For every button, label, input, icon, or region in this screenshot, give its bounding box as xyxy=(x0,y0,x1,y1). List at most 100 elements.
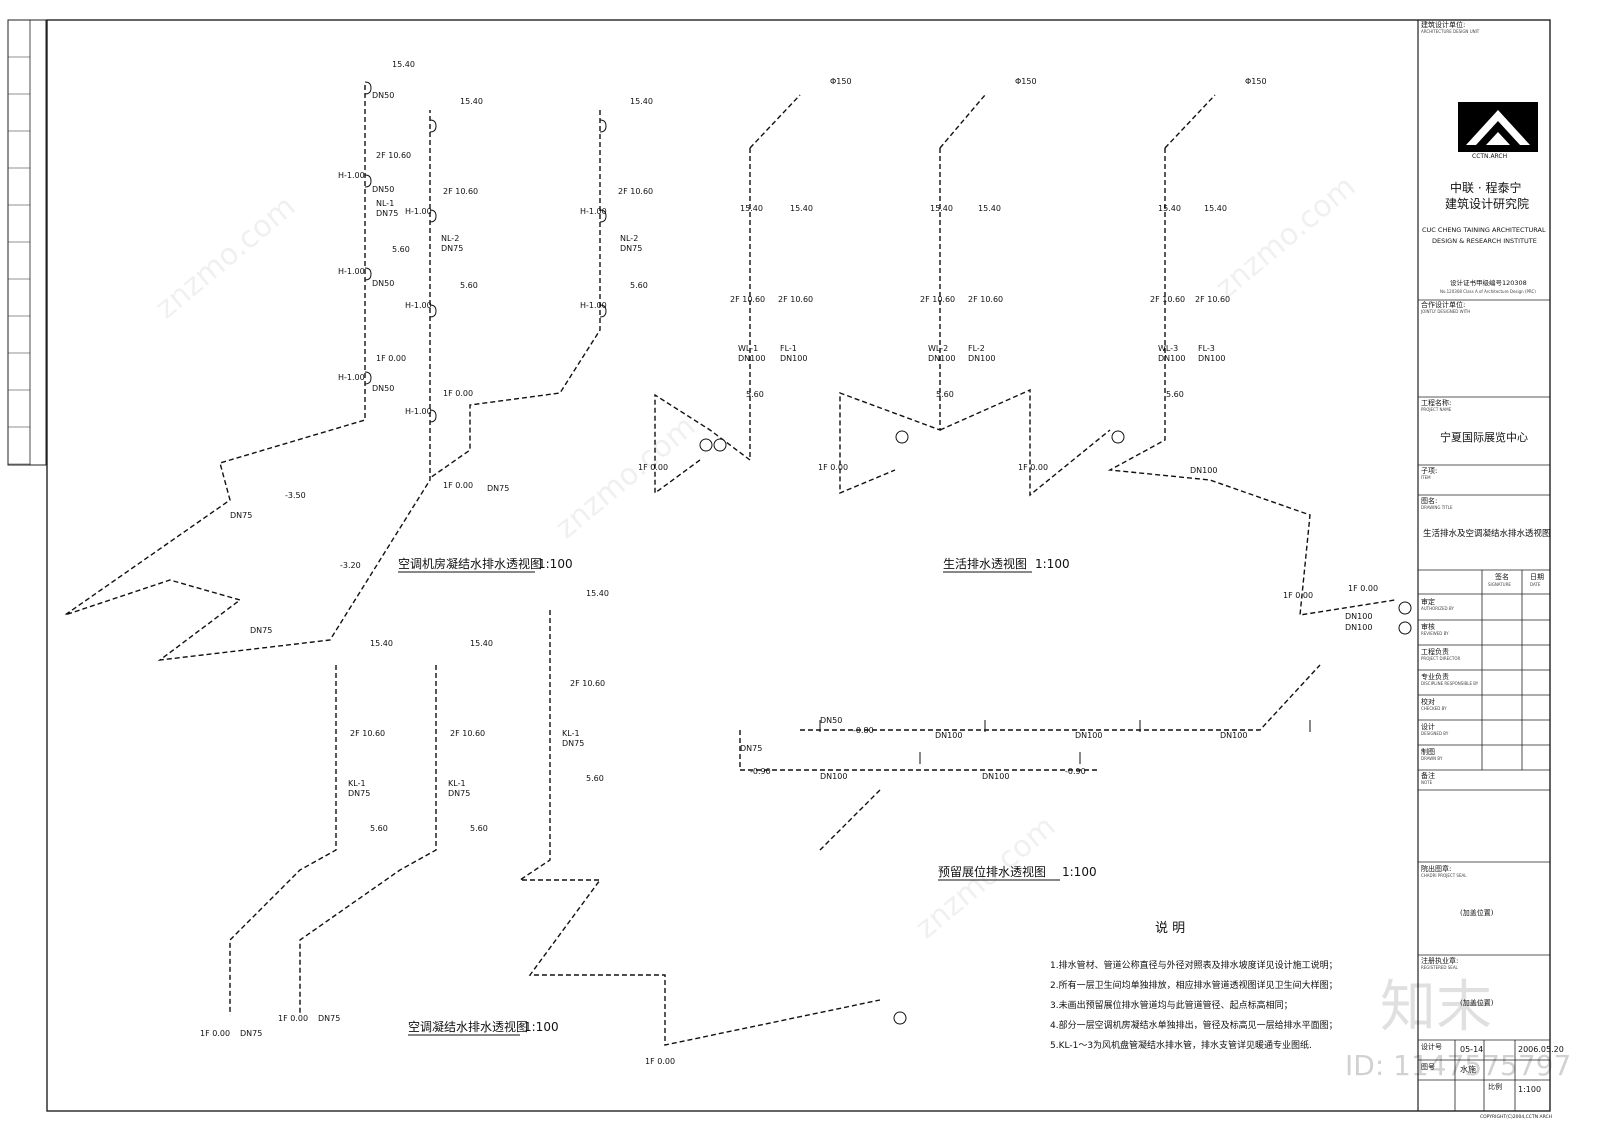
size-dn100-booth1: DN100 xyxy=(935,731,963,740)
elev-560-f: 5.60 xyxy=(1166,390,1184,399)
role-discipline-en: DISCIPLINE RESPONSIBLE BY xyxy=(1421,681,1479,686)
vent-size-3: Φ150 xyxy=(1245,77,1267,86)
size-dn75-ac-b: DN75 xyxy=(250,626,273,635)
elev-000-h: 1F 0.00 xyxy=(1348,584,1379,593)
size-dn75-kl-b: DN75 xyxy=(448,789,471,798)
elev-1060-g: 2F 10.60 xyxy=(968,295,1004,304)
title-ac-condensate-scale: 1:100 xyxy=(524,1020,559,1034)
design-unit-label-en: ARCHITECTURE DESIGN UNIT xyxy=(1421,29,1480,34)
elev-1060-f: 2F 10.60 xyxy=(920,295,956,304)
elev-1060-b: 2F 10.60 xyxy=(443,187,479,196)
size-dn75-a: DN75 xyxy=(376,209,399,218)
elev-m080: -0.80 xyxy=(853,726,874,735)
size-dn75-bot-a: DN75 xyxy=(240,1029,263,1038)
pipe-tag-fl1: FL-1 xyxy=(780,344,797,353)
size-dn50-d: DN50 xyxy=(372,384,395,393)
elev-000-k: 1F 0.00 xyxy=(645,1057,676,1066)
note-1: 1.排水管材、管道公称直径与外径对照表及排水坡度详见设计施工说明； xyxy=(1050,961,1338,971)
role-drawn: 制图 xyxy=(1421,748,1435,756)
elev-1060-k: 2F 10.60 xyxy=(450,729,486,738)
note-4: 4.部分一层空调机房凝结水单独排出，管径及标高见一层给排水平面图； xyxy=(1050,1021,1338,1031)
size-dn50-c: DN50 xyxy=(372,279,395,288)
elev-560-c: 5.60 xyxy=(630,281,648,290)
date-header: 日期 xyxy=(1530,573,1544,581)
pipe-tag-wl3: WL-3 xyxy=(1158,344,1179,353)
size-dn50-a: DN50 xyxy=(372,91,395,100)
size-dn75-kl-c: DN75 xyxy=(562,739,585,748)
project-no: 05-14 xyxy=(1460,1045,1484,1054)
elev-1060-j: 2F 10.60 xyxy=(350,729,386,738)
scale-label: 比例 xyxy=(1488,1083,1502,1091)
elev-1060-i: 2F 10.60 xyxy=(1195,295,1231,304)
size-dn100-out2: DN100 xyxy=(1345,623,1373,632)
drawing-title-label: 图名: xyxy=(1421,497,1438,505)
size-dn100-booth4: DN100 xyxy=(820,772,848,781)
elev-m090-b: -0.90 xyxy=(1065,767,1086,776)
elev-1060-h: 2F 10.60 xyxy=(1150,295,1186,304)
role-reviewed-en: REVIEWED BY xyxy=(1421,631,1449,636)
role-drawn-en: DRAWN BY xyxy=(1421,756,1443,761)
elev-h100-h: H-1.00 xyxy=(580,301,607,310)
elev-h100-f: H-1.00 xyxy=(405,407,432,416)
elev-1540-g: 15.40 xyxy=(978,204,1001,213)
elev-1060-c: 2F 10.60 xyxy=(618,187,654,196)
elev-h100-c: H-1.00 xyxy=(338,373,365,382)
pipe-tag-fl3: FL-3 xyxy=(1198,344,1215,353)
elev-000-i: 1F 0.00 xyxy=(200,1029,231,1038)
joint-design-label: 合作设计单位: xyxy=(1421,301,1466,309)
registered-seal-label: 注册执业章: xyxy=(1421,957,1459,965)
company-name-cn-1: 中联 · 程泰宁 xyxy=(1450,181,1522,195)
elev-000-j: 1F 0.00 xyxy=(278,1014,309,1023)
size-dn75-kl-a: DN75 xyxy=(348,789,371,798)
elev-1060-l: 2F 10.60 xyxy=(570,679,606,688)
scale-value: 1:100 xyxy=(1518,1085,1542,1094)
elev-1540-a: 15.40 xyxy=(392,60,415,69)
elev-h100-a: H-1.00 xyxy=(338,171,365,180)
elev-h100-g: H-1.00 xyxy=(580,207,607,216)
project-name-label-en: PROJECT NAME xyxy=(1421,407,1452,412)
role-checked: 校对 xyxy=(1421,698,1435,706)
notes-heading: 说 明 xyxy=(1155,921,1186,936)
elev-1540-d: 15.40 xyxy=(740,204,763,213)
company-name-en-2: DESIGN & RESEARCH INSTITUTE xyxy=(1432,237,1537,245)
role-note-en: NOTE xyxy=(1421,780,1433,785)
project-no-label: 设计号 xyxy=(1421,1043,1442,1051)
pipe-tag-kl1-c: KL-1 xyxy=(562,729,580,738)
date-header-en: DATE xyxy=(1530,582,1541,587)
role-discipline: 专业负责 xyxy=(1421,673,1449,681)
elev-560-g: 5.60 xyxy=(370,824,388,833)
drawing-title-label-en: DRAWING TITLE xyxy=(1421,505,1453,510)
elev-1540-h: 15.40 xyxy=(1158,204,1181,213)
role-designed-en: DESIGNED BY xyxy=(1421,731,1449,736)
size-dn100-booth2: DN100 xyxy=(1075,731,1103,740)
elev-000-c: 1F 0.00 xyxy=(443,481,474,490)
size-dn75-ac-c: DN75 xyxy=(487,484,510,493)
elev-000-e: 1F 0.00 xyxy=(818,463,849,472)
size-dn100-booth5: DN100 xyxy=(982,772,1010,781)
title-ac-condensate: 空调凝结水排水透视图 xyxy=(408,1020,529,1034)
pipe-tag-kl1-b: KL-1 xyxy=(448,779,466,788)
vent-size-1: Φ150 xyxy=(830,77,852,86)
role-reviewed: 审核 xyxy=(1421,623,1435,631)
left-strip xyxy=(7,19,47,466)
item-label-en: ITEM xyxy=(1421,475,1431,480)
elev-000-b: 1F 0.00 xyxy=(443,389,474,398)
size-dn100-booth3: DN100 xyxy=(1220,731,1248,740)
logo-caption: CCTN.ARCH xyxy=(1472,153,1508,160)
registered-seal-position: (加盖位置) xyxy=(1460,999,1494,1007)
title-reserved-drainage: 预留展位排水透视图 xyxy=(938,865,1047,879)
role-project-director: 工程负责 xyxy=(1421,648,1449,656)
size-dn100-fl2: DN100 xyxy=(968,354,996,363)
cert-number: 设计证书甲级编号120308 xyxy=(1450,279,1527,287)
title-ac-room-scale: 1:100 xyxy=(538,557,573,571)
company-name-en-1: CUC CHENG TAINING ARCHITECTURAL xyxy=(1422,226,1546,234)
size-dn100-out1: DN100 xyxy=(1345,612,1373,621)
outer-border xyxy=(46,19,1551,1112)
role-designed: 设计 xyxy=(1421,723,1435,731)
project-name-label: 工程名称: xyxy=(1421,399,1452,407)
elev-1540-i: 15.40 xyxy=(1204,204,1227,213)
issue-date: 2006.05.20 xyxy=(1518,1045,1564,1054)
seal-position: (加盖位置) xyxy=(1460,909,1494,917)
item-label: 子项: xyxy=(1421,467,1438,475)
elev-560-d: 5.60 xyxy=(746,390,764,399)
